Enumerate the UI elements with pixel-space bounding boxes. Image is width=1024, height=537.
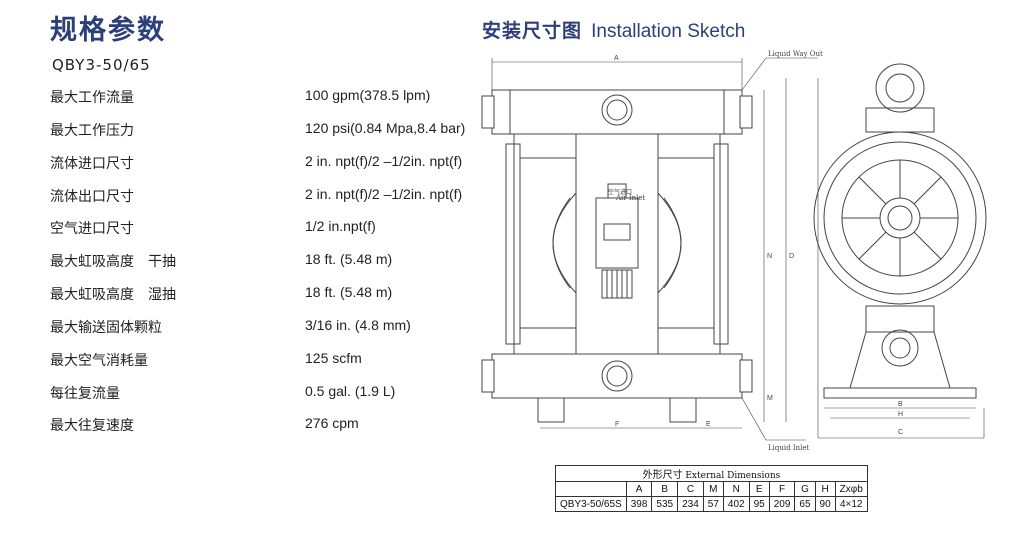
spec-value: 0.5 gal. (1.9 L) [305,383,396,399]
spec-label: 最大往复速度 [50,418,134,434]
liquid-out-label: Liquid Way Out [768,50,823,58]
spec-row: 最大虹吸高度 湿抽 18 ft. (5.48 m) [50,284,490,308]
spec-row: 空气进口尺寸 1/2 in.npt(f) [50,218,490,242]
spec-row: 最大虹吸高度 干抽 18 ft. (5.48 m) [50,251,490,275]
spec-label: 最大输送固体颗粒 [50,320,162,336]
front-view: A 空气进口 Air Inlet [481,50,823,452]
sketch-title-en: Installation Sketch [591,21,746,42]
model-number: QBY3-50/65 [52,56,151,74]
spec-label: 最大工作压力 [50,123,134,139]
table-cell: QBY3-50/65S [555,496,627,512]
dimensions-table: 外形尺寸 External Dimensions A B C M N E F G… [555,465,868,512]
dimensions-caption-zh: 外形尺寸 [642,470,683,481]
table-row: QBY3-50/65S 398 535 234 57 402 95 209 65… [555,496,868,512]
dim-label-f: F [615,421,619,428]
dim-label-n: N [767,253,772,260]
sketch-title-zh: 安装尺寸图 [482,20,583,42]
air-inlet-label: Air Inlet [615,194,646,202]
spec-label: 每往复流量 [50,386,120,402]
dim-label-g: B [898,401,903,408]
spec-value: 2 in. npt(f)/2 –1/2in. npt(f) [305,186,463,202]
table-header-cell [555,481,627,497]
spec-row: 最大工作压力 120 psi(0.84 Mpa,8.4 bar) [50,120,490,144]
table-cell: 57 [702,496,724,512]
page-title: 规格参数 [50,15,166,46]
liquid-inlet-label: Liquid Inlet [768,444,809,452]
spec-row: 流体进口尺寸 2 in. npt(f)/2 –1/2in. npt(f) [50,153,490,177]
spec-row: 最大输送固体颗粒 3/16 in. (4.8 mm) [50,317,490,341]
dim-label-c: C [898,429,903,436]
spec-row: 每往复流量 0.5 gal. (1.9 L) [50,383,490,407]
table-header-cell: M [702,481,724,497]
spec-row: 流体出口尺寸 2 in. npt(f)/2 –1/2in. npt(f) [50,186,490,210]
table-cell: 535 [651,496,679,512]
installation-sketch: A 空气进口 Air Inlet [481,50,987,452]
spec-label: 最大虹吸高度 湿抽 [50,287,176,303]
spec-value: 125 scfm [305,350,362,366]
spec-value: 2 in. npt(f)/2 –1/2in. npt(f) [305,153,463,169]
dim-label-h: H [898,411,903,418]
spec-label: 最大工作流量 [50,90,134,106]
table-header-cell: G [794,481,816,497]
table-cell: 234 [677,496,704,512]
table-header-cell: E [748,481,770,497]
table-header-cell: H [814,481,836,497]
table-header-row: A B C M N E F G H Zxφb [555,481,868,497]
table-header-cell: Zxφb [834,481,868,497]
dim-label-m: M [767,395,773,402]
air-inlet-zh-label: 空气进口 [608,188,632,196]
spec-label: 最大虹吸高度 干抽 [50,254,176,270]
table-cell: 4×12 [834,496,868,512]
spec-row: 最大空气消耗量 125 scfm [50,350,490,374]
dimensions-caption: 外形尺寸 External Dimensions [555,465,868,482]
spec-label: 空气进口尺寸 [50,221,134,237]
sketch-title: 安装尺寸图 Installation Sketch [482,16,745,43]
dim-label-d: D [789,253,794,260]
side-view: B H C [813,63,987,439]
table-cell: 95 [748,496,770,512]
table-cell: 65 [794,496,816,512]
table-cell: 90 [814,496,836,512]
spec-label: 流体进口尺寸 [50,156,134,172]
spec-label: 最大空气消耗量 [50,353,148,369]
spec-value: 100 gpm(378.5 lpm) [305,87,431,103]
dim-label-e: E [706,421,711,428]
table-cell: 402 [722,496,750,512]
table-cell: 209 [768,496,796,512]
table-header-cell: B [651,481,679,497]
dim-label-a: A [614,55,619,62]
table-header-cell: F [768,481,796,497]
spec-label: 流体出口尺寸 [50,189,134,205]
spec-value: 18 ft. (5.48 m) [305,284,393,300]
spec-value: 18 ft. (5.48 m) [305,251,393,267]
table-header-cell: C [677,481,704,497]
spec-value: 3/16 in. (4.8 mm) [305,317,411,333]
table-header-cell: N [722,481,750,497]
dimensions-caption-en: External Dimensions [685,471,781,481]
spec-value: 120 psi(0.84 Mpa,8.4 bar) [305,120,466,136]
table-cell: 398 [625,496,653,512]
spec-value: 1/2 in.npt(f) [305,218,376,234]
table-header-cell: A [625,481,653,497]
spec-row: 最大往复速度 276 cpm [50,415,490,439]
spec-row: 最大工作流量 100 gpm(378.5 lpm) [50,87,490,111]
spec-value: 276 cpm [305,415,359,431]
